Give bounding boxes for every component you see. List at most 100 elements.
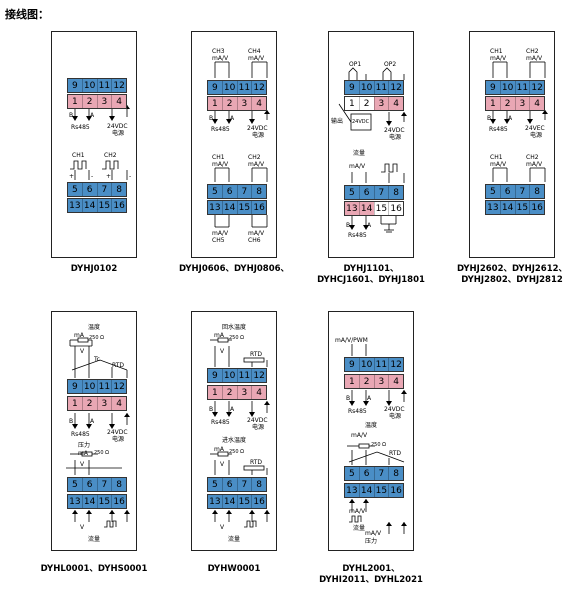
terminal: 4 [251,386,266,399]
label-power-cn: 电源 [389,134,402,141]
panel-caption: DYHJ2602、DYHJ2612、 [456,264,568,274]
terminal: 8 [388,467,403,480]
panel-caption: DYHCJ1601、DYHJ1801 [317,275,425,285]
label-ch1: CH1 [490,48,503,55]
terminal: 9 [72,382,78,392]
terminal: 6 [221,185,237,198]
label-mav: mA/V [526,161,543,168]
label-power: 24VDC [107,123,128,130]
wiring-panel-dyhj1101: OP1 OP2 9 10 11 12 1 2 3 4 输出 24VDC 24VD… [328,31,414,258]
label-ohm: 250 Ω [371,442,386,448]
label-v: V [220,524,225,531]
terminal: 8 [111,183,126,196]
terminal: 4 [111,397,126,410]
terminal: 4 [388,375,403,388]
terminal-strip-mid: 1 2 3 4 [207,96,267,111]
label-b: B [209,115,214,122]
label-ch2: CH2 [248,154,261,161]
label-v: V [80,461,85,468]
terminal-strip-bot1: 5 6 7 8 [485,184,545,199]
page-title: 接线图： [5,8,49,21]
label-rtd: RTD [112,362,125,369]
terminal: 2 [358,97,374,110]
terminal: 2 [81,397,97,410]
label-a: A [230,406,235,413]
terminal: 11 [96,380,112,393]
label-mav: mA/V [248,55,265,62]
label-ch1: CH1 [212,154,225,161]
terminal-strip-top: 9 10 11 12 [207,368,267,383]
terminal-strip-bot2: 13 14 15 16 [67,198,127,213]
terminal: 4 [388,97,403,110]
terminal: 10 [358,81,374,94]
label-pressure: 压力 [78,442,91,449]
terminal: 11 [373,81,389,94]
terminal: 5 [490,187,496,197]
label-flow: 流量 [228,536,241,543]
label-rtd: RTD [389,450,402,457]
label-ch2: CH2 [526,154,539,161]
label-a: A [367,222,372,229]
terminal: 10 [221,81,237,94]
terminal: 7 [373,467,389,480]
wiring-panel-dyhl2001: mA/V/PWM 9 10 11 12 1 2 3 4 B A Rs485 24… [328,311,414,551]
terminal-strip-bot2: 13 14 15 16 [67,494,127,509]
label-op1: OP1 [349,61,362,68]
label-b: B [69,418,74,425]
terminal: 15 [236,495,252,508]
terminal-strip-top: 9 10 11 12 [207,80,267,95]
terminal: 8 [251,478,266,491]
label-mav: mA/V [212,55,229,62]
label-power: 24VDC [384,127,405,134]
terminal: 1 [490,99,496,109]
label-b: B [346,222,351,229]
label-mav: mA/V [212,230,229,237]
terminal: 14 [221,495,237,508]
terminal-strip-mid: 1 2 3 4 [67,396,127,411]
terminal-strip-bot1: 5 6 7 8 [67,477,127,492]
terminal-strip-bot2: 13 14 15 16 [485,200,545,215]
label-rs485: Rs485 [211,126,230,133]
terminal-strip-mid: 1 2 3 4 [67,94,127,109]
wiring-panel-dyhj0102: 9 10 11 12 1 2 3 4 B A Rs485 24VDC 电源 CH… [51,31,137,258]
label-ch4: CH4 [248,48,261,55]
label-ch2: CH2 [104,152,117,159]
terminal: 2 [221,386,237,399]
terminal: 16 [529,201,544,214]
label-mav: mA/V [490,55,507,62]
terminal: 5 [349,188,355,198]
terminal-strip-mid: 1 2 3 4 [207,385,267,400]
terminal: 1 [345,97,359,110]
label-rs485: Rs485 [71,431,90,438]
terminal-strip-top: 9 10 11 12 [344,357,404,372]
terminal: 1 [349,377,355,387]
terminal: 13 [69,201,81,211]
label-ohm: 250 Ω [229,449,244,455]
terminal: 3 [236,386,252,399]
terminal: 16 [388,484,403,497]
terminal: 10 [81,79,97,92]
terminal: 12 [388,358,403,371]
label-ma: mA [214,446,224,453]
label-supply-temp: 进水温度 [222,437,247,444]
panel-caption: DYHL2001、 [342,564,400,574]
label-ch1: CH1 [72,152,85,159]
terminal: 4 [111,95,126,108]
terminal: 12 [388,81,403,94]
panel-caption: DYHJ2802、DYHJ2812 [461,275,563,285]
terminal: 4 [529,97,544,110]
terminal: 3 [514,97,530,110]
terminal: 7 [236,478,252,491]
terminal: 11 [236,81,252,94]
label-a: A [367,395,372,402]
label-mav: mA/V [349,508,366,515]
terminal: 2 [221,97,237,110]
terminal: 15 [236,201,252,214]
label-b: B [69,112,74,119]
sign: + [106,173,112,180]
label-ohm: 250 Ω [229,335,244,341]
label-v: V [220,461,225,468]
panel-caption: DYHJ0606、DYHJ0806、 [178,264,290,274]
terminal: 2 [499,97,515,110]
terminal: 7 [236,185,252,198]
